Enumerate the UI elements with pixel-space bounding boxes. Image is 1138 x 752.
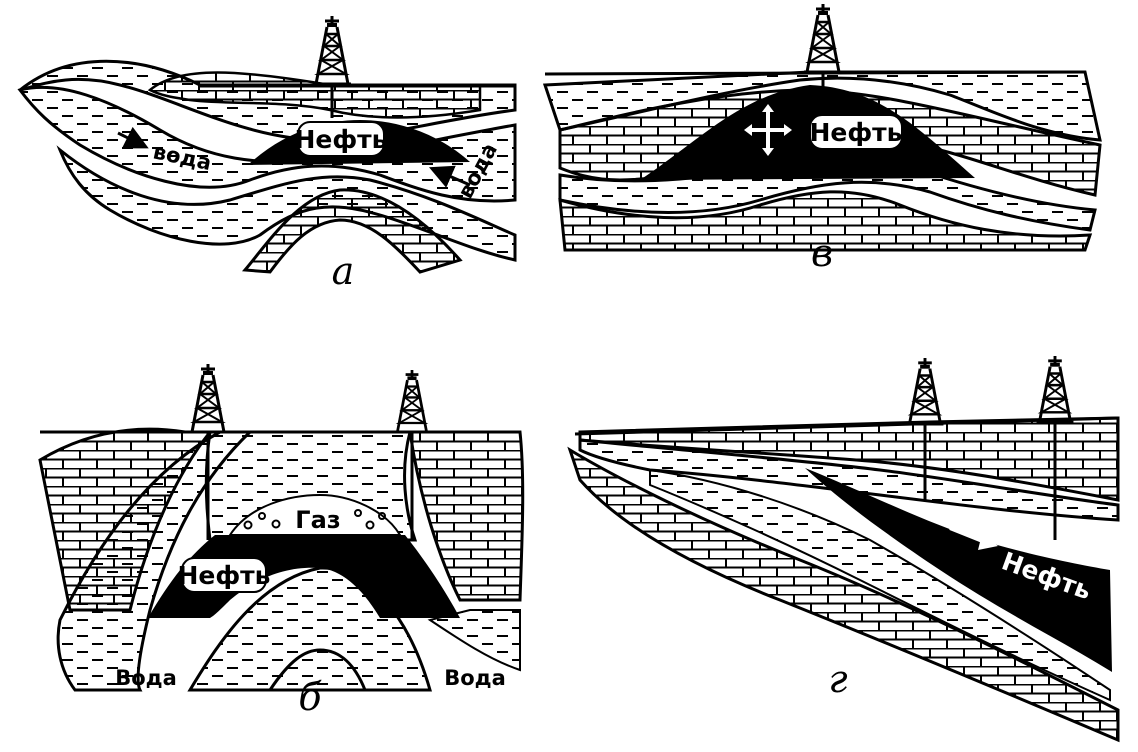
oil-label: Нефть — [178, 561, 271, 590]
panel-v: Нефть в — [542, 4, 1102, 275]
layer-right-lime — [408, 430, 525, 602]
oil-wedge — [805, 468, 1112, 672]
layer-lower-lime — [241, 188, 463, 274]
pressure-cross-icon — [750, 110, 786, 150]
drilling-rig-icon — [312, 16, 352, 86]
layer-lower-shale — [56, 145, 517, 262]
layer-inner-fold — [187, 566, 432, 692]
layer-mid-shale — [578, 438, 1120, 522]
layer-water-band — [17, 85, 517, 203]
water-label-left: Вода — [115, 666, 177, 690]
layer-top-lime — [578, 416, 1120, 502]
panel-letter: в — [811, 231, 833, 275]
water-label-right: Вода — [444, 666, 506, 690]
drilling-rig-icon — [803, 4, 843, 74]
drilling-rig-icon — [393, 370, 431, 434]
layer-lower-lime — [567, 446, 1120, 743]
oil-label: Нефть — [295, 125, 388, 154]
gas-bubbles — [243, 509, 386, 530]
layer-lower-lime — [558, 190, 1093, 252]
panel-letter: г — [828, 657, 847, 701]
gas-label: Газ — [295, 506, 340, 534]
panel-a: Нефть вода вода а — [17, 16, 517, 293]
layer-left-shale — [56, 430, 254, 692]
flow-arrow-icon — [428, 165, 471, 188]
panel-letter: б — [298, 675, 322, 719]
drilling-rig-icon — [1035, 356, 1075, 424]
panel-letter: а — [332, 249, 355, 293]
oil-label: Нефть — [810, 118, 903, 147]
layer-lower-shale — [649, 468, 1111, 702]
drilling-rig-icon — [188, 364, 228, 434]
drilling-rig-icon — [905, 358, 945, 426]
layer-lime-core-upper — [147, 71, 482, 119]
flow-arrow-icon — [978, 534, 998, 550]
layer-inner-core — [268, 648, 367, 691]
layer-right-shale — [427, 609, 521, 672]
oil-dome — [640, 85, 975, 180]
panel-b: Газ Нефть Вода Вода б — [38, 364, 525, 719]
layer-mid-shale — [558, 155, 1097, 232]
flow-arrow-icon — [117, 126, 149, 149]
panel-g: Нефть г — [567, 356, 1120, 743]
